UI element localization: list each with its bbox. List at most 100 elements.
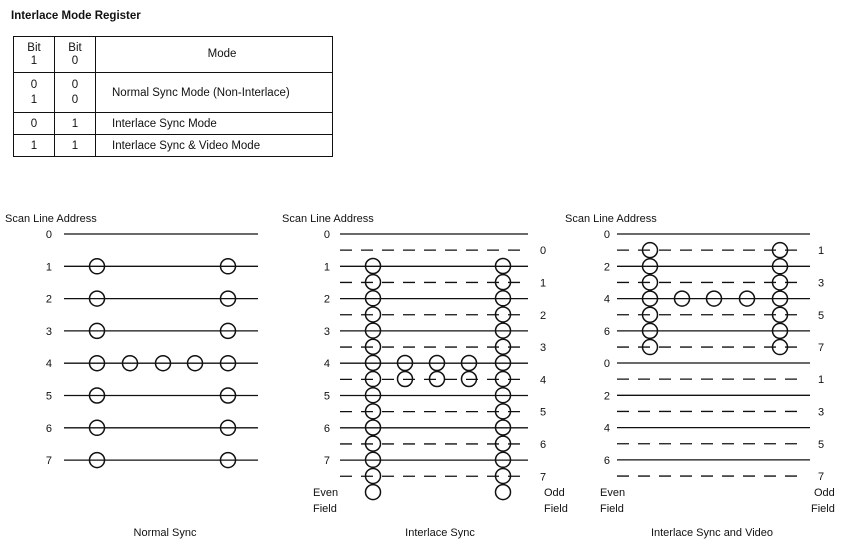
line-label: 1 [324,261,330,273]
dot-circle [154,354,172,372]
dash-line-label: 4 [540,374,546,386]
diagram-caption: Interlace Sync and Video [651,527,773,539]
scan-line-heading: Scan Line Address [282,213,374,225]
line-label: 2 [46,294,52,306]
line-label: 6 [604,455,610,467]
dot-circle [494,403,512,420]
line-label: 0 [604,358,610,370]
dot-circle [396,354,414,372]
dot-circle [494,338,512,355]
dot-circle [219,354,237,372]
dot-circle [88,451,106,469]
dash-line-label: 1 [540,277,546,289]
dash-line-label: 1 [818,245,824,257]
dot-circle [364,290,382,307]
line-label: 2 [604,390,610,402]
dash-line-label: 7 [818,342,824,354]
line-label: 0 [604,229,610,241]
dot-circle [494,306,512,323]
line-label: 4 [604,423,610,435]
dot-circle [641,274,659,291]
line-label: 4 [46,358,52,370]
dot-circle [494,257,512,275]
dot-circle [364,451,382,469]
dot-circle [460,354,478,372]
dot-circle [396,370,414,388]
dot-circle [771,338,789,356]
line-label: 1 [46,261,52,273]
dot-circle [771,241,789,259]
even-field-label: Field [313,503,337,515]
table-row: 1 1 Interlace Sync & Video Mode [13,134,333,157]
dot-circle [186,354,204,372]
dot-circle [364,386,382,404]
dot-circle [88,290,106,307]
cell-mode: Interlace Sync Mode [95,112,333,135]
dash-line-label: 2 [540,310,546,322]
line-label: 7 [46,455,52,467]
line-label: 7 [324,455,330,467]
dot-circle [88,419,106,437]
line-label: 4 [604,294,610,306]
dot-circle [673,290,691,307]
dot-circle [219,258,237,275]
dot-circle [641,258,659,275]
dot-circle [364,467,382,485]
dot-circle [219,387,237,404]
dot-circle [494,273,512,291]
line-label: 0 [46,229,52,241]
dot-circle [219,451,237,469]
dot-circle [364,354,382,372]
dash-line-label: 3 [540,342,546,354]
dot-circle [494,354,512,372]
line-label: 6 [46,423,52,435]
dot-circle [364,273,382,291]
diagram-caption: Normal Sync [134,527,197,539]
line-label: 3 [46,326,52,338]
line-label: 6 [324,423,330,435]
dot-circle [494,467,512,485]
even-field-label: Even [313,487,338,499]
dot-circle [121,354,139,372]
cell-mode: Interlace Sync & Video Mode [95,134,333,157]
dot-circle [494,435,512,452]
dot-circle [738,290,756,307]
line-label: 6 [604,326,610,338]
dot-circle [364,338,382,355]
dot-circle [364,435,382,452]
dot-circle [771,290,789,307]
line-label: 2 [604,261,610,273]
dot-circle [494,290,512,307]
dot-circle [219,322,237,340]
dot-circle [88,322,106,340]
line-label: 3 [324,326,330,338]
dash-line-label: 0 [540,245,546,257]
dot-circle [219,290,237,307]
dash-line-label: 1 [818,374,824,386]
dot-circle [494,322,512,339]
dot-circle [88,354,106,372]
dot-circle [364,257,382,275]
dot-circle [641,241,659,259]
dash-line-label: 5 [818,310,824,322]
even-field-label: Even [600,487,625,499]
dot-circle [771,306,789,323]
dot-circle [88,387,106,404]
dot-circle [460,370,478,388]
dot-circle [494,386,512,404]
dash-line-label: 3 [818,406,824,418]
odd-field-label: Odd [544,487,565,499]
line-label: 5 [46,391,52,403]
dot-circle [364,306,382,323]
odd-field-label: Field [544,503,568,515]
dot-circle [364,322,382,339]
dot-circle [641,322,659,340]
dot-circle [494,419,512,436]
line-label: 5 [324,391,330,403]
